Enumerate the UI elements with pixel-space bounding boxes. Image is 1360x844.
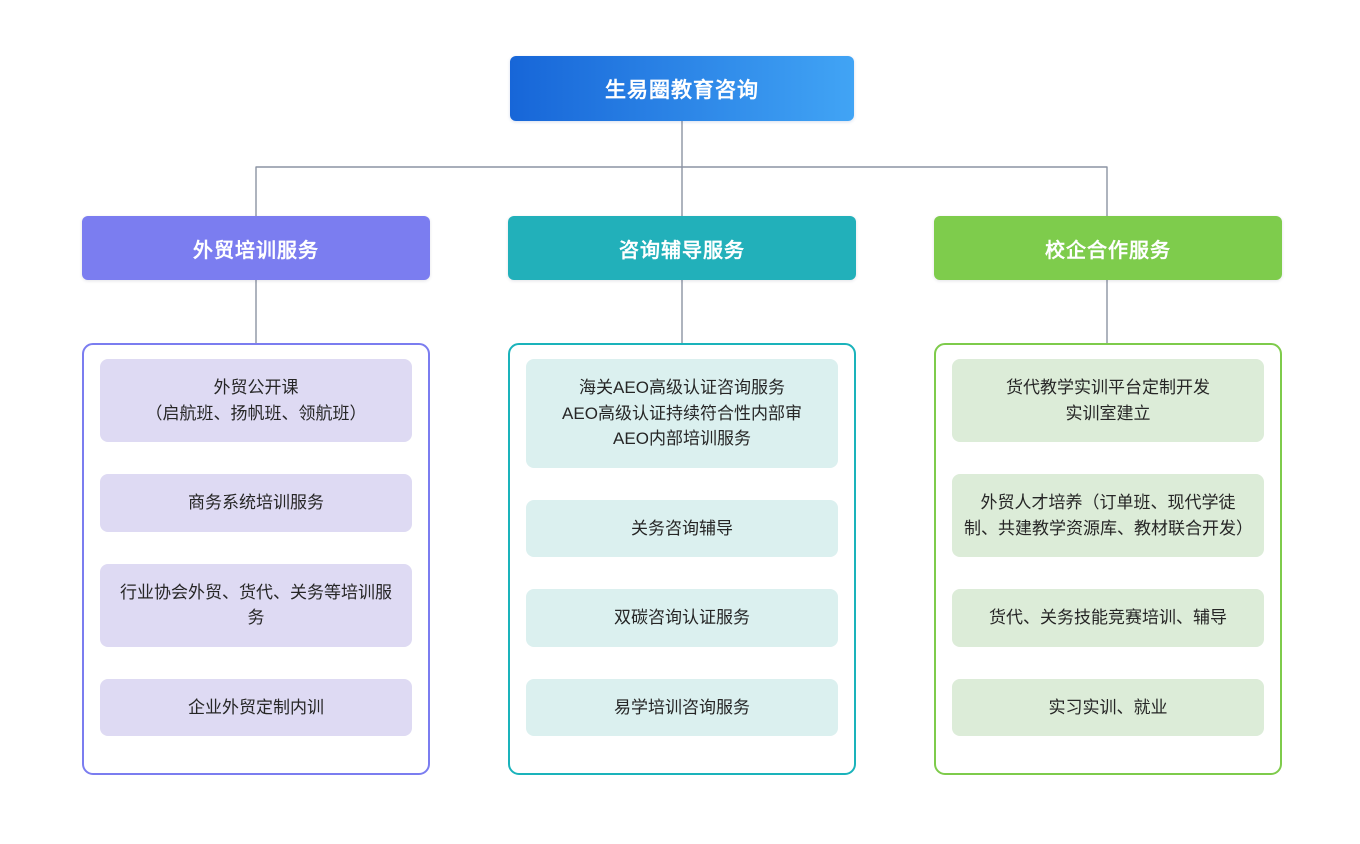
- branch-column-1: 外贸培训服务 外贸公开课 （启航班、扬帆班、领航班） 商务系统培训服务行业协会外贸、…: [82, 216, 430, 775]
- leaf-card[interactable]: 双碳咨询认证服务: [526, 589, 838, 647]
- leaf-card-line: 行业协会外贸、货代、关务等培训服务: [120, 582, 392, 628]
- branch-header-3[interactable]: 校企合作服务: [934, 216, 1282, 280]
- branch-header-1[interactable]: 外贸培训服务: [82, 216, 430, 280]
- branch-header-2-label: 咨询辅导服务: [619, 239, 745, 262]
- leaf-card[interactable]: 货代教学实训平台定制开发实训室建立: [952, 359, 1264, 442]
- branch-body-3: 货代教学实训平台定制开发实训室建立外贸人才培养（订单班、现代学徒制、共建教学资源…: [934, 343, 1282, 775]
- leaf-card-line: 外贸人才培养（订单班、现代学徒制、共建教学资源库、教材联合开发）: [964, 493, 1253, 538]
- leaf-card-line: 易学培训咨询服务: [614, 697, 750, 717]
- leaf-card[interactable]: 关务咨询辅导: [526, 499, 838, 557]
- branch-body-2: 海关AEO高级认证咨询服务 AEO高级认证持续符合性内部审 AEO内部培训服务关务咨…: [508, 343, 856, 775]
- leaf-card-line: 双碳咨询认证服务: [614, 608, 750, 627]
- leaf-card-line: 关务咨询辅导: [631, 518, 733, 538]
- leaf-card-line: 货代、关务技能竞赛培训、辅导: [989, 608, 1227, 627]
- leaf-card[interactable]: 实习实训、就业: [952, 678, 1264, 736]
- leaf-card-line: 商务系统培训服务: [188, 493, 324, 512]
- leaf-card-line: AEO内部培训服务: [613, 429, 751, 448]
- branch-header-3-label: 校企合作服务: [1045, 239, 1171, 262]
- leaf-card[interactable]: 易学培训咨询服务: [526, 678, 838, 736]
- leaf-card-line: （启航班、扬帆班、领航班）: [145, 403, 367, 423]
- branch-column-2: 咨询辅导服务 海关AEO高级认证咨询服务 AEO高级认证持续符合性内部审 AEO内部…: [508, 216, 856, 775]
- leaf-card[interactable]: 外贸公开课 （启航班、扬帆班、领航班）: [100, 359, 412, 442]
- leaf-card[interactable]: 货代、关务技能竞赛培训、辅导: [952, 589, 1264, 647]
- branch-column-3: 校企合作服务 货代教学实训平台定制开发实训室建立外贸人才培养（订单班、现代学徒制…: [934, 216, 1282, 775]
- root-node-label: 生易圈教育咨询: [605, 78, 759, 102]
- leaf-card[interactable]: 商务系统培训服务: [100, 474, 412, 532]
- leaf-card-line: 海关AEO高级认证咨询服务: [579, 378, 785, 397]
- leaf-card[interactable]: 外贸人才培养（订单班、现代学徒制、共建教学资源库、教材联合开发）: [952, 474, 1264, 557]
- leaf-card-line: 企业外贸定制内训: [188, 697, 324, 717]
- leaf-card-line: 货代教学实训平台定制开发: [1006, 378, 1210, 397]
- leaf-card-line: 实训室建立: [1065, 403, 1151, 423]
- leaf-card[interactable]: 企业外贸定制内训: [100, 678, 412, 736]
- leaf-card[interactable]: 海关AEO高级认证咨询服务 AEO高级认证持续符合性内部审 AEO内部培训服务: [526, 359, 838, 468]
- leaf-card-line: 外贸公开课: [213, 378, 299, 397]
- leaf-card-line: AEO高级认证持续符合性内部审: [562, 403, 802, 423]
- branch-body-1: 外贸公开课 （启航班、扬帆班、领航班） 商务系统培训服务行业协会外贸、货代、关务等培…: [82, 343, 430, 775]
- branch-header-1-label: 外贸培训服务: [193, 239, 319, 262]
- leaf-card-line: 实习实训、就业: [1048, 697, 1168, 717]
- root-node[interactable]: 生易圈教育咨询: [510, 56, 854, 121]
- branch-header-2[interactable]: 咨询辅导服务: [508, 216, 856, 280]
- leaf-card[interactable]: 行业协会外贸、货代、关务等培训服务: [100, 563, 412, 647]
